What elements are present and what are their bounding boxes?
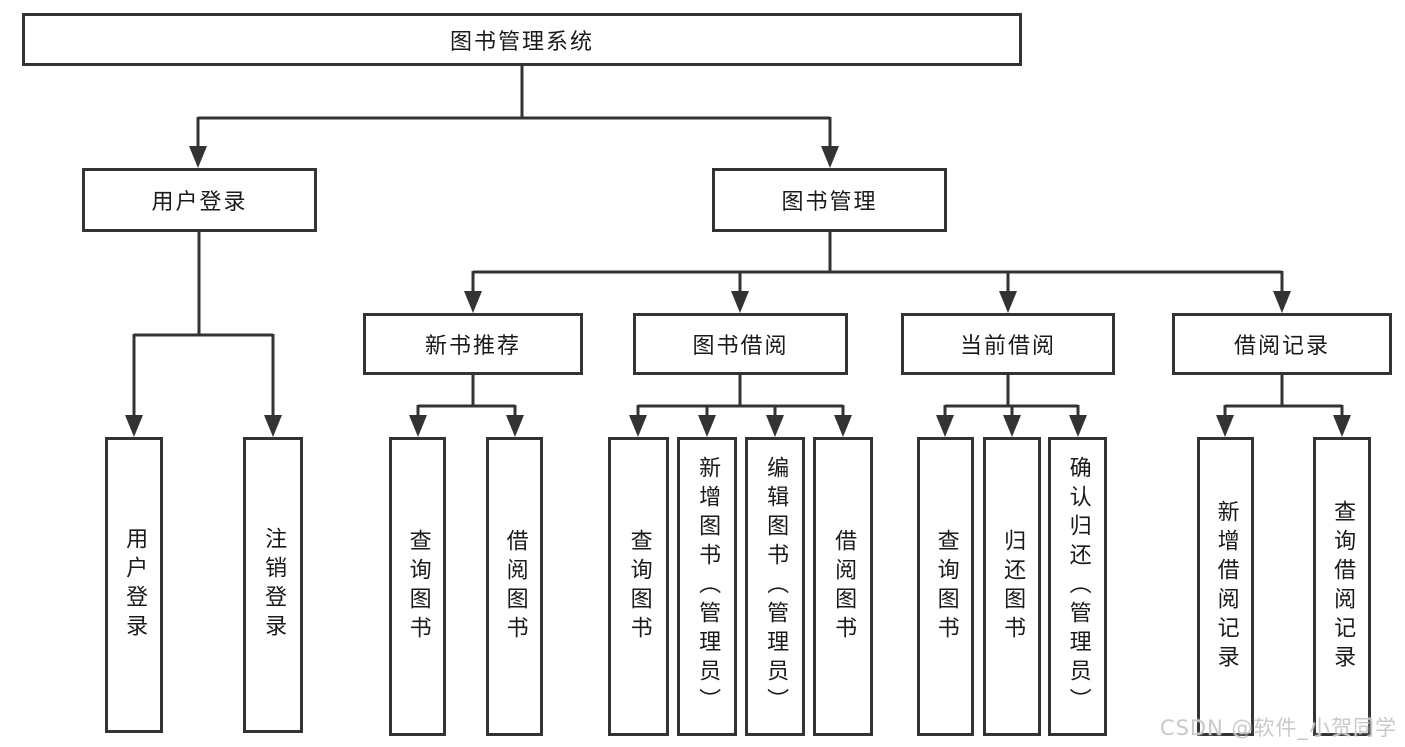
connector-userlogin-children bbox=[132, 232, 275, 417]
node-current-query-book: 查询图书 bbox=[917, 437, 974, 736]
node-newrec-query-book-label: 查询图书 bbox=[405, 528, 431, 645]
node-borrow-borrow-book: 借阅图书 bbox=[813, 437, 873, 736]
node-book-borrow: 图书借阅 bbox=[633, 313, 848, 375]
arrowheads-level3 bbox=[464, 291, 1291, 313]
node-logout: 注销登录 bbox=[243, 437, 303, 733]
node-login-label: 用户登录 bbox=[122, 527, 148, 643]
node-new-book-rec: 新书推荐 bbox=[363, 313, 583, 375]
connector-borrow-children bbox=[636, 375, 845, 417]
node-newrec-borrow-book: 借阅图书 bbox=[486, 437, 543, 736]
arrowheads-level2 bbox=[189, 146, 839, 168]
connector-current-children bbox=[943, 375, 1080, 417]
node-current-return-book-label: 归还图书 bbox=[1000, 528, 1026, 645]
node-current-confirm-return: 确认归还（管理员） bbox=[1048, 437, 1107, 736]
node-newrec-query-book: 查询图书 bbox=[389, 437, 446, 736]
node-book-mgmt: 图书管理 bbox=[712, 168, 947, 232]
node-borrow-borrow-book-label: 借阅图书 bbox=[831, 528, 857, 645]
connector-newrec-children bbox=[416, 375, 517, 417]
node-current-borrow: 当前借阅 bbox=[901, 313, 1115, 375]
csdn-watermark: CSDN @软件_小贺同学 bbox=[1159, 716, 1397, 740]
node-borrow-add-book: 新增图书（管理员） bbox=[677, 437, 737, 736]
node-borrow-edit-book: 编辑图书（管理员） bbox=[745, 437, 805, 736]
node-newrec-borrow-book-label: 借阅图书 bbox=[502, 528, 528, 645]
arrowheads-level4 bbox=[125, 415, 1351, 437]
node-current-return-book: 归还图书 bbox=[983, 437, 1041, 736]
node-record-query-record-label: 查询借阅记录 bbox=[1330, 499, 1356, 674]
node-borrow-edit-book-label: 编辑图书（管理员） bbox=[763, 456, 789, 717]
node-record-query-record: 查询借阅记录 bbox=[1313, 437, 1371, 736]
node-root: 图书管理系统 bbox=[22, 13, 1022, 66]
node-borrow-add-book-label: 新增图书（管理员） bbox=[695, 456, 721, 717]
node-record-add-record: 新增借阅记录 bbox=[1197, 437, 1254, 736]
node-login: 用户登录 bbox=[105, 437, 163, 733]
connector-bookmgmt-to-level3 bbox=[471, 232, 1284, 293]
connector-record-children bbox=[1223, 375, 1344, 417]
node-borrow-query-book-label: 查询图书 bbox=[626, 528, 652, 645]
node-current-query-book-label: 查询图书 bbox=[933, 528, 959, 645]
connector-root-to-level2 bbox=[196, 66, 832, 148]
node-borrow-record: 借阅记录 bbox=[1172, 313, 1392, 375]
node-current-confirm-return-label: 确认归还（管理员） bbox=[1065, 456, 1091, 717]
node-borrow-query-book: 查询图书 bbox=[608, 437, 669, 736]
node-logout-label: 注销登录 bbox=[261, 527, 287, 643]
node-user-login: 用户登录 bbox=[82, 168, 317, 232]
node-record-add-record-label: 新增借阅记录 bbox=[1213, 499, 1239, 674]
